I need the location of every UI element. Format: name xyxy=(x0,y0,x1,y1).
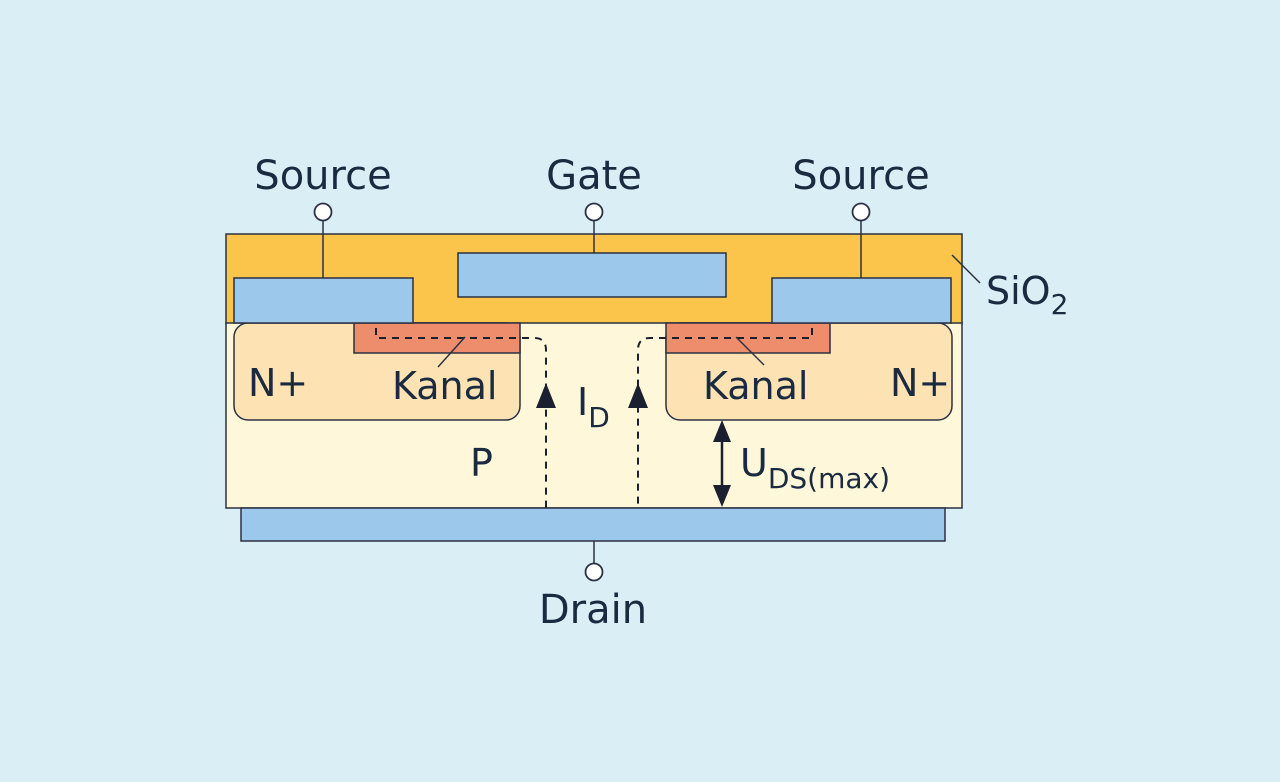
source-left-terminal[interactable] xyxy=(313,202,333,222)
voltage-uds-main: U xyxy=(740,441,768,485)
source-right-terminal[interactable] xyxy=(851,202,871,222)
source-left-label: Source xyxy=(254,153,391,199)
sio2-label-main: SiO xyxy=(986,269,1051,313)
source-metal-right xyxy=(771,277,952,324)
current-path-lines xyxy=(375,328,813,508)
drain-metal xyxy=(240,507,946,542)
kanal-right-label: Kanal xyxy=(703,364,808,408)
sio2-label: SiO2 xyxy=(986,269,1068,321)
kanal-left-label: Kanal xyxy=(392,364,497,408)
n-plus-left-label: N+ xyxy=(248,361,308,405)
current-id-sub: D xyxy=(588,401,610,434)
gate-metal xyxy=(457,252,727,298)
source-metal-left xyxy=(233,277,414,324)
n-plus-right-label: N+ xyxy=(890,361,950,405)
drain-terminal[interactable] xyxy=(584,562,604,582)
terminal-leads xyxy=(322,221,862,563)
drain-label: Drain xyxy=(539,587,647,633)
current-arrows xyxy=(536,383,648,408)
voltage-uds-sub: DS(max) xyxy=(768,462,890,495)
voltage-uds-label: UDS(max) xyxy=(740,441,890,495)
current-id-label: ID xyxy=(577,380,610,434)
current-id-main: I xyxy=(577,380,588,424)
voltage-double-arrow xyxy=(713,420,731,507)
p-region-label: P xyxy=(470,441,493,485)
leader-lines xyxy=(437,254,981,368)
source-right-label: Source xyxy=(792,153,929,199)
gate-terminal[interactable] xyxy=(584,202,604,222)
sio2-label-sub: 2 xyxy=(1051,288,1069,321)
gate-label: Gate xyxy=(546,153,642,199)
